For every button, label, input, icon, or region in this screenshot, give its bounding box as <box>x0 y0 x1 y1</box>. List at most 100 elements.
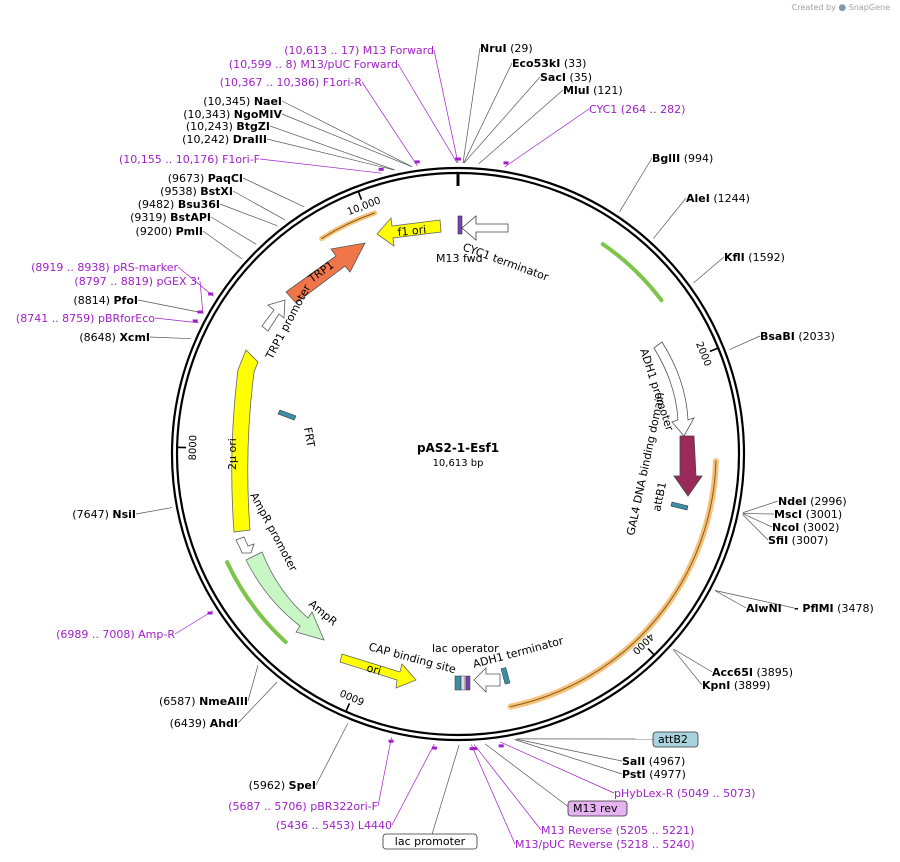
f1-ori-arrow[interactable] <box>376 217 442 247</box>
primer-site-marker <box>503 161 509 165</box>
m13rev-box[interactable] <box>567 800 628 817</box>
bsabi-site-label[interactable]: BsaBI (2033) <box>760 330 835 343</box>
msci-site-label[interactable]: MscI (3001) <box>774 508 842 521</box>
trp1-promoter-arrow[interactable] <box>261 299 286 332</box>
m13forward-primer-label[interactable]: (10,613 .. 17) M13 Forward <box>284 44 434 57</box>
draiii-site-label[interactable]: (10,242) DraIII <box>182 133 267 146</box>
leader-line <box>237 681 278 724</box>
bstxi-site-label[interactable]: (9538) BstXI <box>160 185 233 198</box>
site-position: (8797 .. 8819) <box>74 275 153 288</box>
site-position: (3007) <box>792 534 829 547</box>
site-position: (8648) <box>79 331 116 344</box>
cap-site-marker <box>454 675 462 691</box>
site-name: SalI <box>622 755 645 768</box>
eco53ki-site-label[interactable]: Eco53kI (33) <box>512 57 586 70</box>
pgex3-primer-label[interactable]: (8797 .. 8819) pGEX 3' <box>74 275 200 288</box>
plasmid-size: 10,613 bp <box>433 458 484 469</box>
xcmi-site-label[interactable]: (8648) XcmI <box>79 331 150 344</box>
nsii-site-label[interactable]: (7647) NsiI <box>72 508 136 521</box>
site-position: (5687 .. 5706) <box>228 800 307 813</box>
pfoi-site-label[interactable]: (8814) PfoI <box>73 294 138 307</box>
primer-site-marker <box>498 744 504 748</box>
tick-mark <box>709 347 719 353</box>
site-position: (35) <box>569 71 592 84</box>
attb1-marker <box>670 501 689 511</box>
two-micron-ori-arrow[interactable] <box>231 349 259 533</box>
leader-line <box>514 739 623 775</box>
leader-line <box>242 177 305 208</box>
ampr_primer-primer-label[interactable]: (6989 .. 7008) Amp-R <box>56 628 175 641</box>
alei-site-label[interactable]: AleI (1244) <box>686 192 750 205</box>
leader-line <box>281 100 413 167</box>
btgzi-site-label[interactable]: (10,243) BtgZI <box>186 120 270 133</box>
sfii-site-label[interactable]: SfiI (3007) <box>768 534 828 547</box>
orf-arc-orange-2 <box>319 210 378 242</box>
attb2-box[interactable] <box>652 731 699 748</box>
pbr322ori-primer-label[interactable]: (5687 .. 5706) pBR322ori-F <box>228 800 378 813</box>
ncoi-site-label[interactable]: NcoI (3002) <box>772 521 839 534</box>
lacpromoter-label: lac promoter <box>395 835 466 848</box>
kpni-site-label[interactable]: KpnI (3899) <box>702 679 770 692</box>
leader-line <box>219 203 278 227</box>
ahdi-site-label[interactable]: (6439) AhdI <box>170 717 238 730</box>
site-labels: NruI (29) Eco53kI (33)SacI (35)MluI (121)… <box>16 42 874 851</box>
alwni-site-label[interactable]: AlwNI <box>746 602 782 615</box>
acc65i-site-label[interactable]: Acc65I (3895) <box>712 666 793 679</box>
ndei-site-label[interactable]: NdeI (2996) <box>778 495 847 508</box>
m13pucfwd-primer-label[interactable]: (10,599 .. 8) M13/pUC Forward <box>229 58 398 71</box>
lacpromoter-box[interactable] <box>382 833 478 850</box>
adh1-terminator-arrow[interactable] <box>473 667 501 693</box>
site-name: pBR322ori-F <box>310 800 378 813</box>
ampr-arrow[interactable] <box>245 551 325 641</box>
ori-arrow[interactable] <box>339 653 417 689</box>
cyc1-terminator-arrow[interactable] <box>461 215 509 241</box>
bglii-site-label[interactable]: BglII (994) <box>652 152 713 165</box>
spei-site-label[interactable]: (5962) SpeI <box>249 779 316 792</box>
pmli-site-label[interactable]: (9200) PmlI <box>136 225 203 238</box>
gal4-dbd-arrow[interactable] <box>673 435 703 497</box>
primer-site-marker <box>472 747 478 751</box>
site-name: BstAPI <box>170 211 211 224</box>
bsu36i-site-label[interactable]: (9482) Bsu36I <box>138 198 220 211</box>
paqci-site-label[interactable]: (9673) PaqCI <box>168 172 243 185</box>
leader-line <box>742 500 779 513</box>
site-position: (9538) <box>160 185 197 198</box>
m13pucrev-primer-label[interactable]: M13/pUC Reverse (5218 .. 5240) <box>515 838 695 851</box>
site-name: pHybLex-R <box>614 787 674 800</box>
nrui-site-label[interactable]: NruI (29) <box>480 42 533 55</box>
naei-site-label[interactable]: (10,345) NaeI <box>203 95 282 108</box>
mlui-site-label[interactable]: MluI (121) <box>563 84 623 97</box>
kfli-site-label[interactable]: KflI (1592) <box>724 251 785 264</box>
bstapi-site-label[interactable]: (9319) BstAPI <box>130 211 211 224</box>
saci-site-label[interactable]: SacI (35) <box>540 71 592 84</box>
sali-site-label[interactable]: SalI (4967) <box>622 755 685 768</box>
backbone-outer <box>170 166 746 742</box>
f1orif-primer-label[interactable]: (10,155 .. 10,176) F1ori-F <box>119 153 260 166</box>
prsmarker-primer-label[interactable]: (8919 .. 8938) pRS-marker <box>31 261 178 274</box>
ampr-promoter-arrow[interactable] <box>235 536 255 554</box>
f1orir-primer-label[interactable]: (10,367 .. 10,386) F1ori-R <box>220 76 363 89</box>
site-position: (10,243) <box>186 120 233 133</box>
ngomiv-site-label[interactable]: (10,343) NgoMIV <box>183 108 282 121</box>
leader-line <box>516 738 623 762</box>
leader-line <box>361 81 418 167</box>
site-name: BglII <box>652 152 680 165</box>
primer-site-marker <box>197 310 203 314</box>
pbrforeco-primer-label[interactable]: (8741 .. 8759) pBRforEco <box>16 312 155 325</box>
m13reverse-primer-label[interactable]: M13 Reverse (5205 .. 5221) <box>541 824 694 837</box>
trp1-arrow[interactable] <box>285 242 366 304</box>
site-position: (10,613 .. 17) <box>284 44 359 57</box>
nmeaiii-site-label[interactable]: (6587) NmeAIII <box>159 695 248 708</box>
site-name: NgoMIV <box>234 108 283 121</box>
primer-site-marker <box>208 292 214 296</box>
leader-line <box>149 336 191 340</box>
pflmi-site-label[interactable]: - PflMI (3478) <box>794 602 874 615</box>
phyblex-primer-label[interactable]: pHybLex-R (5049 .. 5073) <box>614 787 755 800</box>
l4440-primer-label[interactable]: (5436 .. 5453) L4440 <box>276 819 392 832</box>
snapgene-logo-icon: ● <box>838 3 847 13</box>
primer-site-marker <box>207 611 213 615</box>
leader-line <box>504 108 590 168</box>
tick-label: 6000 <box>339 686 367 706</box>
psti-site-label[interactable]: PstI (4977) <box>622 768 686 781</box>
cyc1-primer-label[interactable]: CYC1 (264 .. 282) <box>589 103 685 116</box>
